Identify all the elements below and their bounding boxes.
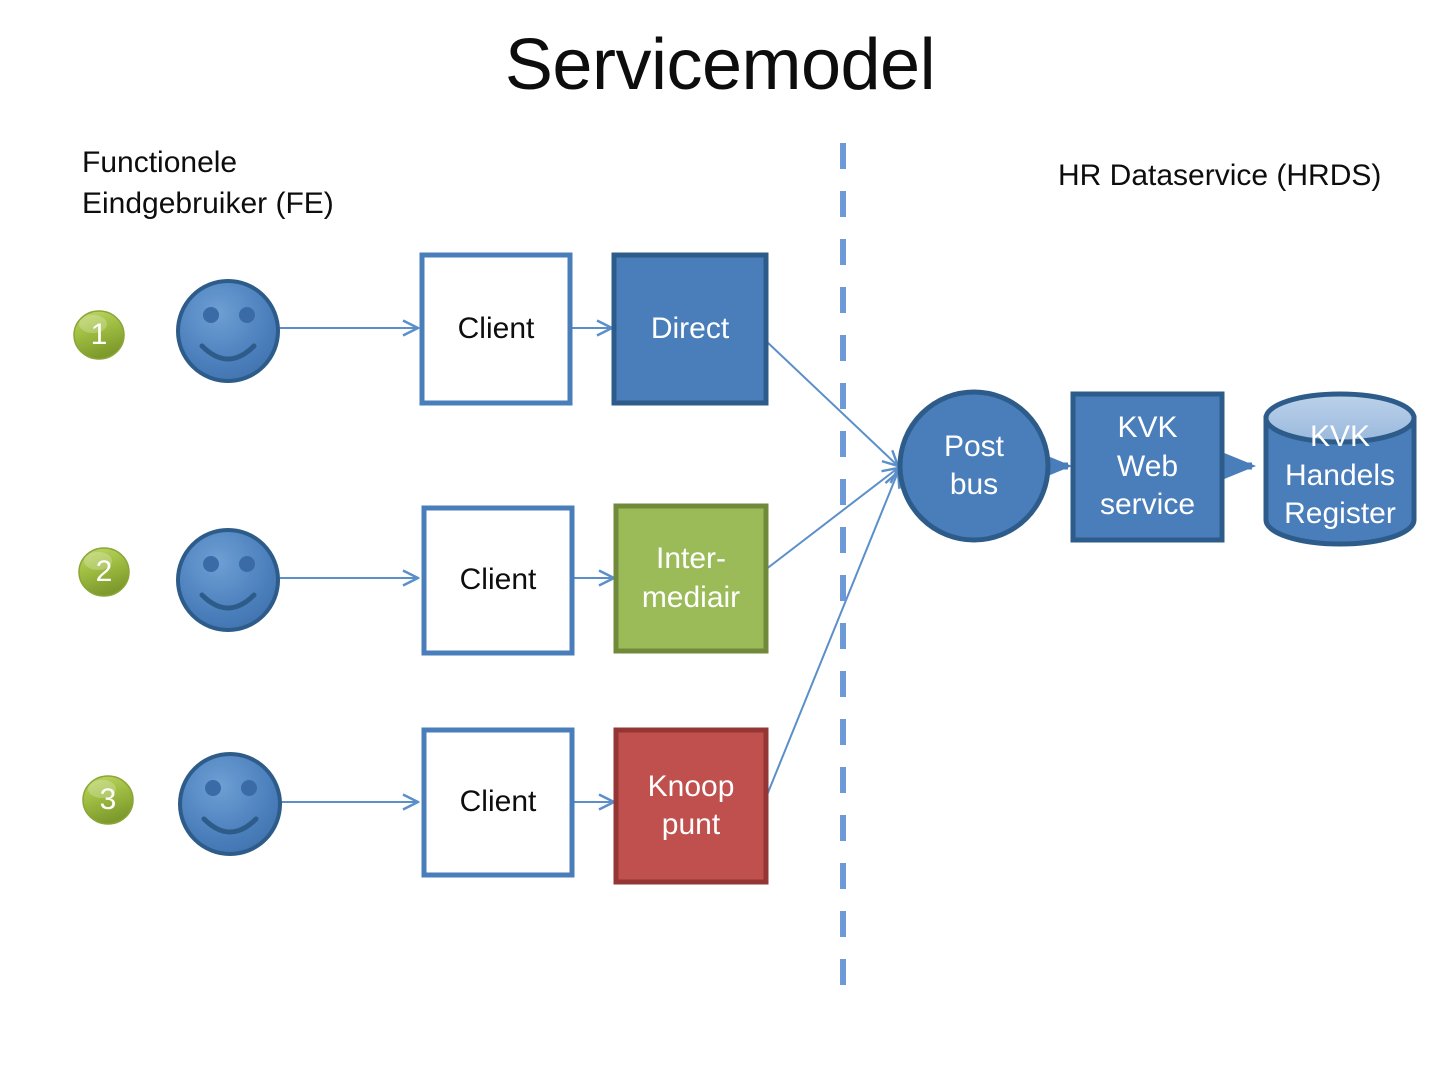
edge-direct-to-postbus (764, 339, 898, 466)
smiley-icon-1[interactable] (176, 279, 280, 383)
caption-hr-dataservice: HR Dataservice (HRDS) (1058, 159, 1382, 192)
channel-box-knooppunt[interactable] (613, 727, 769, 885)
badge-3[interactable] (82, 775, 134, 825)
caption-functionele-eindgebruiker: Functionele Eindgebruiker (FE) (82, 146, 334, 221)
page-title: Servicemodel (504, 25, 936, 105)
kvk-register-cylinder[interactable] (1263, 391, 1417, 547)
postbus-circle[interactable] (897, 389, 1051, 543)
badge-2[interactable] (78, 547, 130, 597)
kvk-webservice-box[interactable] (1070, 391, 1225, 543)
edge-knooppunt-to-postbus (764, 472, 898, 801)
client-box-2[interactable] (421, 505, 575, 656)
badge-1[interactable] (73, 310, 125, 360)
edge-intermediair-to-postbus (764, 468, 898, 571)
channel-box-direct[interactable] (611, 252, 769, 406)
smiley-icon-2[interactable] (176, 528, 280, 632)
channel-box-intermediair[interactable] (613, 503, 769, 654)
smiley-icon-3[interactable] (178, 752, 282, 856)
client-box-1[interactable] (419, 252, 573, 406)
client-box-3[interactable] (421, 727, 575, 878)
